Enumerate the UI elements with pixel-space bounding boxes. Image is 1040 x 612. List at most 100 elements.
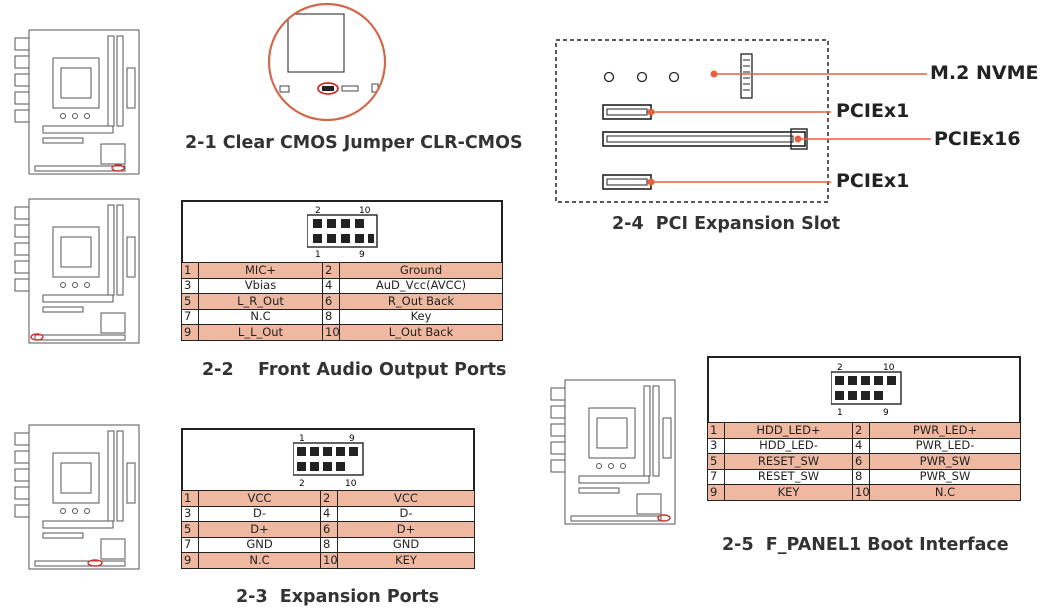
expansion-header-box: 1 9 2 10 [181, 428, 475, 492]
expansion-pin-signal: N.C [198, 552, 321, 569]
expansion-pin-number: 1 [181, 490, 199, 507]
expansion-header-pins [297, 447, 358, 471]
audio-pin-number: 6 [322, 293, 340, 310]
audio-header-label-top-right: 10 [359, 206, 371, 216]
expansion-pin-signal: KEY [337, 552, 475, 569]
expansion-pin-signal: D+ [198, 521, 321, 538]
pci-slots-icon [555, 39, 931, 203]
fpanel-header-box: 2 10 1 9 [707, 356, 1021, 424]
pci-slot-diagram [555, 38, 1035, 208]
fpanel-pin-signal: PWR_SW [869, 468, 1021, 485]
expansion-pin-signal: D- [198, 505, 321, 522]
audio-header-label-bottom-right: 9 [359, 250, 365, 259]
audio-pin-signal: R_Out Back [339, 293, 503, 310]
caption-fpanel: 2-5 F_PANEL1 Boot Interface [722, 535, 1009, 555]
fpanel-pin-signal: PWR_SW [869, 453, 1021, 470]
audio-pin-signal: AuD_Vcc(AVCC) [339, 277, 503, 294]
motherboard-thumbnail-audio [13, 197, 141, 345]
motherboard-icon [550, 379, 676, 525]
expansion-pin-signal: D+ [337, 521, 475, 538]
expansion-pin-number: 9 [181, 552, 199, 569]
audio-pin-number: 7 [181, 308, 199, 325]
label-pciex1-top: PCIEx1 [836, 100, 910, 122]
motherboard-icon [14, 424, 140, 570]
caption-audio: 2-2 Front Audio Output Ports [202, 360, 507, 380]
expansion-pin-number: 3 [181, 505, 199, 522]
audio-pin-signal: Ground [339, 262, 503, 279]
audio-pin-number: 2 [322, 262, 340, 279]
audio-pin-signal: L_R_Out [198, 293, 323, 310]
audio-pin-number: 1 [181, 262, 199, 279]
expansion-pin-number: 8 [320, 536, 338, 553]
expansion-pin-number: 4 [320, 505, 338, 522]
fpanel-pin-signal: PWR_LED- [869, 437, 1021, 454]
fpanel-header-pins [835, 376, 896, 400]
motherboard-thumbnail-expansion [13, 423, 141, 571]
audio-pin-number: 10 [322, 324, 340, 341]
fpanel-pin-signal: PWR_LED+ [869, 422, 1021, 439]
fpanel-pin-number: 8 [852, 468, 870, 485]
fpanel-pin-number: 5 [707, 453, 725, 470]
fpanel-pin-signal: RESET_SW [724, 468, 853, 485]
motherboard-icon [14, 29, 140, 175]
fpanel-pin-number: 10 [852, 484, 870, 501]
fpanel-header-label-top-right: 10 [883, 363, 895, 373]
fpanel-pin-signal: HDD_LED+ [724, 422, 853, 439]
expansion-pin-number: 5 [181, 521, 199, 538]
label-pciex16: PCIEx16 [934, 128, 1021, 150]
motherboard-thumbnail-cmos [13, 28, 141, 176]
audio-header-label-top-left: 2 [315, 206, 321, 216]
expansion-header-label-bottom-right: 10 [345, 479, 357, 489]
caption-expansion: 2-3 Expansion Ports [236, 587, 440, 607]
audio-header-label-bottom-left: 1 [315, 250, 321, 259]
fpanel-pin-signal: RESET_SW [724, 453, 853, 470]
fpanel-pin-number: 9 [707, 484, 725, 501]
audio-pin-signal: L_L_Out [198, 324, 323, 341]
expansion-pin-signal: GND [337, 536, 475, 553]
fpanel-pin-number: 4 [852, 437, 870, 454]
expansion-pin-signal: GND [198, 536, 321, 553]
expansion-pin-number: 10 [320, 552, 338, 569]
fpanel-pin-signal: HDD_LED- [724, 437, 853, 454]
fpanel-pin-number: 6 [852, 453, 870, 470]
fpanel-pin-signal: N.C [869, 484, 1021, 501]
audio-pin-signal: Key [339, 308, 503, 325]
fpanel-pin-number: 7 [707, 468, 725, 485]
fpanel-pin-number: 1 [707, 422, 725, 439]
audio-header-pins [313, 219, 374, 243]
expansion-header-label-bottom-left: 2 [299, 479, 305, 489]
fpanel-pin-signal: KEY [724, 484, 853, 501]
caption-pci: 2-4 PCI Expansion Slot [612, 214, 841, 234]
audio-pin-signal: Vbias [198, 277, 323, 294]
expansion-pin-number: 2 [320, 490, 338, 507]
expansion-pin-signal: VCC [198, 490, 321, 507]
audio-pin-number: 5 [181, 293, 199, 310]
motherboard-icon [14, 198, 140, 344]
fpanel-header-label-top-left: 2 [837, 363, 843, 373]
audio-pin-signal: MIC+ [198, 262, 323, 279]
fpanel-pin-number: 3 [707, 437, 725, 454]
expansion-header-label-top-right: 9 [349, 434, 355, 444]
audio-pin-signal: L_Out Back [339, 324, 503, 341]
cmos-zoom-circle [266, 0, 388, 124]
expansion-header-label-top-left: 1 [299, 434, 305, 444]
audio-header-box: 2 10 1 9 [181, 200, 503, 264]
audio-pin-number: 9 [181, 324, 199, 341]
fpanel-header-label-bottom-right: 9 [883, 408, 889, 418]
